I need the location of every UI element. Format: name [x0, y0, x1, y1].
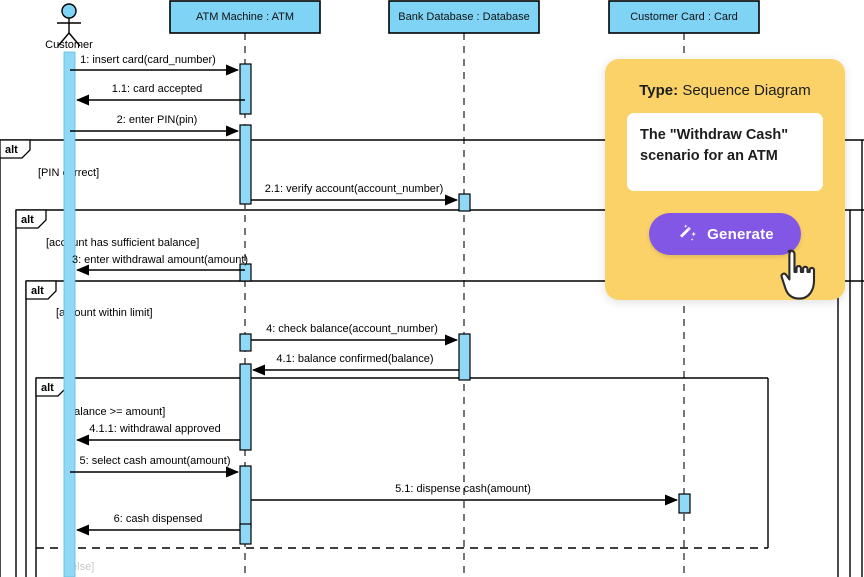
message-2[interactable]: 2: enter PIN(pin) [70, 114, 239, 137]
message-4-1[interactable]: 4.1: balance confirmed(balance) [252, 353, 459, 376]
message-4-1-1[interactable]: 4.1.1: withdrawal approved [76, 423, 240, 446]
actor-label-customer: Customer [45, 39, 93, 51]
generate-button-label: Generate [707, 225, 774, 243]
activation-atm-5 [239, 363, 252, 451]
activation-db-1 [458, 193, 471, 212]
fragment-guard-4: [balance >= amount] [65, 406, 165, 418]
activation-card-1 [678, 493, 691, 514]
message-label-5-1: 5.1: dispense cash(amount) [395, 483, 531, 495]
activation-atm-6 [239, 465, 252, 528]
message-label-1: 1: insert card(card_number) [80, 54, 216, 66]
message-3[interactable]: 3: enter withdrawal amount(amount) [72, 254, 248, 276]
message-1-1[interactable]: 1.1: card accepted [76, 83, 245, 106]
activation-atm-2 [239, 124, 252, 205]
lifeline-head-atm[interactable]: ATM Machine : ATM [169, 0, 321, 34]
activation-bars [63, 51, 691, 577]
description-input[interactable]: The "Withdraw Cash" scenario for an ATM [627, 113, 823, 191]
message-label-5: 5: select cash amount(amount) [79, 455, 230, 467]
activation-db-2 [458, 333, 471, 381]
lifeline-customer-actor[interactable]: Customer [45, 3, 93, 51]
fragment-label-alt-1: alt [5, 144, 18, 156]
activation-atm-7 [239, 523, 252, 545]
fragment-alt-3[interactable]: alt [amount within limit] [25, 280, 864, 577]
activation-atm-3 [239, 263, 252, 282]
lifeline-label-atm: ATM Machine : ATM [196, 11, 294, 23]
diagram-type-value: Sequence Diagram [682, 82, 811, 99]
message-1[interactable]: 1: insert card(card_number) [70, 54, 239, 76]
message-4[interactable]: 4: check balance(account_number) [251, 323, 458, 346]
generate-button[interactable]: Generate [649, 213, 801, 255]
fragment-guard-3: [amount within limit] [56, 307, 153, 319]
fragment-label-alt-3: alt [31, 285, 44, 297]
message-label-4-1-1: 4.1.1: withdrawal approved [89, 423, 220, 435]
message-label-4: 4: check balance(account_number) [266, 323, 438, 335]
magic-wand-icon [680, 224, 697, 241]
activation-customer [63, 51, 76, 577]
activation-atm-4 [239, 333, 252, 352]
message-5-1[interactable]: 5.1: dispense cash(amount) [251, 483, 678, 506]
lifeline-head-database[interactable]: Bank Database : Database [388, 0, 540, 34]
generate-popup-card: Type: Sequence Diagram The "Withdraw Cas… [605, 59, 845, 300]
lifeline-head-card[interactable]: Customer Card : Card [608, 0, 760, 34]
message-label-6: 6: cash dispensed [114, 513, 203, 525]
message-2-1[interactable]: 2.1: verify account(account_number) [251, 183, 458, 206]
message-label-2: 2: enter PIN(pin) [117, 114, 198, 126]
activation-atm-1 [239, 63, 252, 115]
message-label-4-1: 4.1: balance confirmed(balance) [276, 353, 433, 365]
diagram-type-key: Type: [639, 82, 679, 99]
message-label-1-1: 1.1: card accepted [112, 83, 203, 95]
message-label-3: 3: enter withdrawal amount(amount) [72, 254, 248, 266]
fragment-else-divider: [else] [36, 547, 768, 573]
fragment-alt-4[interactable]: alt [balance >= amount] [35, 377, 769, 577]
actor-head-icon [61, 3, 77, 19]
fragment-label-alt-2: alt [21, 214, 34, 226]
fragment-alt-2[interactable]: alt [account has sufficient balance] [15, 209, 864, 577]
lifeline-label-database: Bank Database : Database [398, 11, 529, 23]
diagram-type-row: Type: Sequence Diagram [625, 82, 825, 99]
message-label-2-1: 2.1: verify account(account_number) [265, 183, 444, 195]
message-6[interactable]: 6: cash dispensed [76, 513, 240, 536]
fragment-label-alt-4: alt [41, 382, 54, 394]
message-5[interactable]: 5: select cash amount(amount) [70, 455, 239, 478]
lifeline-label-card: Customer Card : Card [630, 11, 738, 23]
fragment-guard-2: [account has sufficient balance] [46, 237, 199, 249]
